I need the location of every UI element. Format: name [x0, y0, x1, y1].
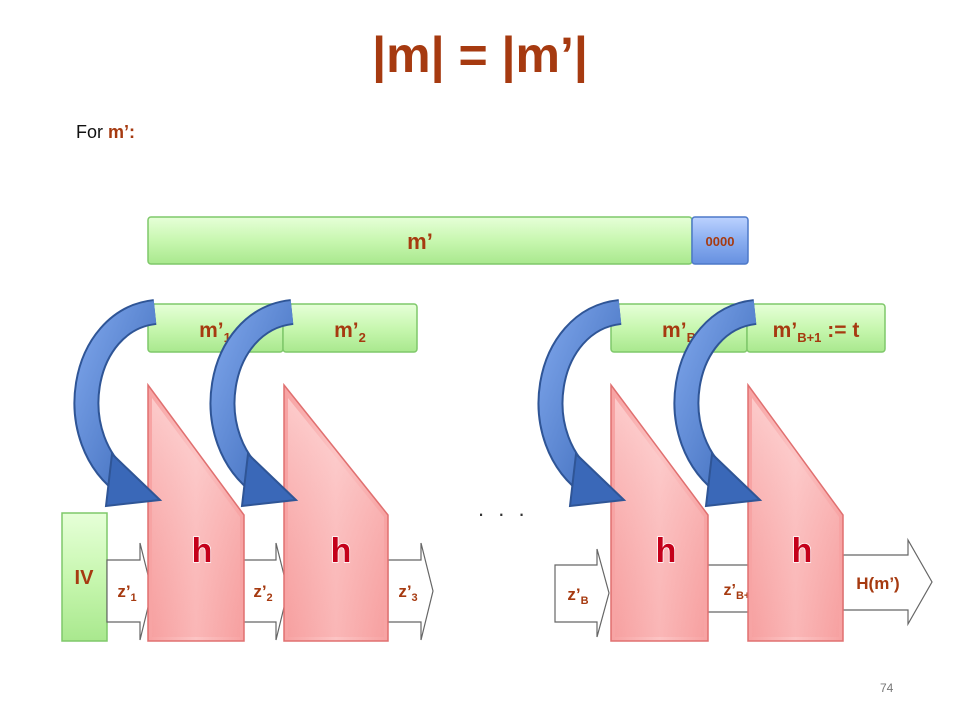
compression-function-1: h [147, 382, 245, 642]
message-bar: m’ 0000 [147, 216, 749, 265]
curved-arrow-2 [209, 299, 299, 508]
compression-function-b-plus-1: h [747, 382, 844, 642]
compression-function-b-label: h [656, 532, 677, 570]
message-block-b-plus-1: m’B+1 := t [746, 303, 886, 353]
subtitle-prefix: For [76, 122, 109, 142]
page-number: 74 [880, 681, 894, 695]
slide-title: |m| = |m’| [372, 27, 588, 83]
curved-arrow-b [537, 299, 627, 508]
iv-box: IV [61, 512, 108, 642]
chain-arrow-zb: z’B [554, 548, 610, 638]
message-block-b-plus-1-label: m’B+1 := t [773, 319, 860, 345]
subtitle-highlight: m’: [108, 122, 136, 142]
compression-function-2: h [283, 382, 389, 642]
padding-block [691, 216, 749, 265]
message-bar-label: m’ [407, 229, 433, 254]
chain-arrow-z2: z’2 [242, 542, 289, 641]
chain-arrow-z1-label: z’1 [117, 582, 136, 604]
curved-arrow-b-plus-1 [673, 299, 763, 508]
message-block-b-label: m’B [662, 319, 696, 345]
message-block-2-label: m’2 [334, 319, 366, 345]
compression-function-b: h [610, 382, 709, 642]
ellipsis: . . . [478, 496, 529, 521]
iv-label: IV [75, 567, 95, 589]
curved-arrow-1 [73, 299, 163, 508]
message-block-1-label: m’1 [199, 319, 231, 345]
chain-arrow-z3-label: z’3 [398, 582, 417, 604]
chain-arrow-zb-label: z’B [567, 585, 588, 607]
subtitle: For m’: [76, 122, 135, 143]
chain-arrow-z1: z’1 [106, 542, 153, 641]
output-label: H(m’) [856, 574, 899, 593]
padding-label: 0000 [706, 234, 735, 249]
compression-function-1-label: h [192, 532, 213, 570]
chain-arrow-z2-label: z’2 [253, 582, 272, 604]
compression-function-2-label: h [331, 532, 352, 570]
chain-arrow-z3: z’3 [387, 542, 434, 641]
compression-function-b-plus-1-label: h [792, 532, 813, 570]
output-arrow: H(m’) [842, 537, 933, 627]
message-block-2: m’2 [282, 303, 418, 353]
